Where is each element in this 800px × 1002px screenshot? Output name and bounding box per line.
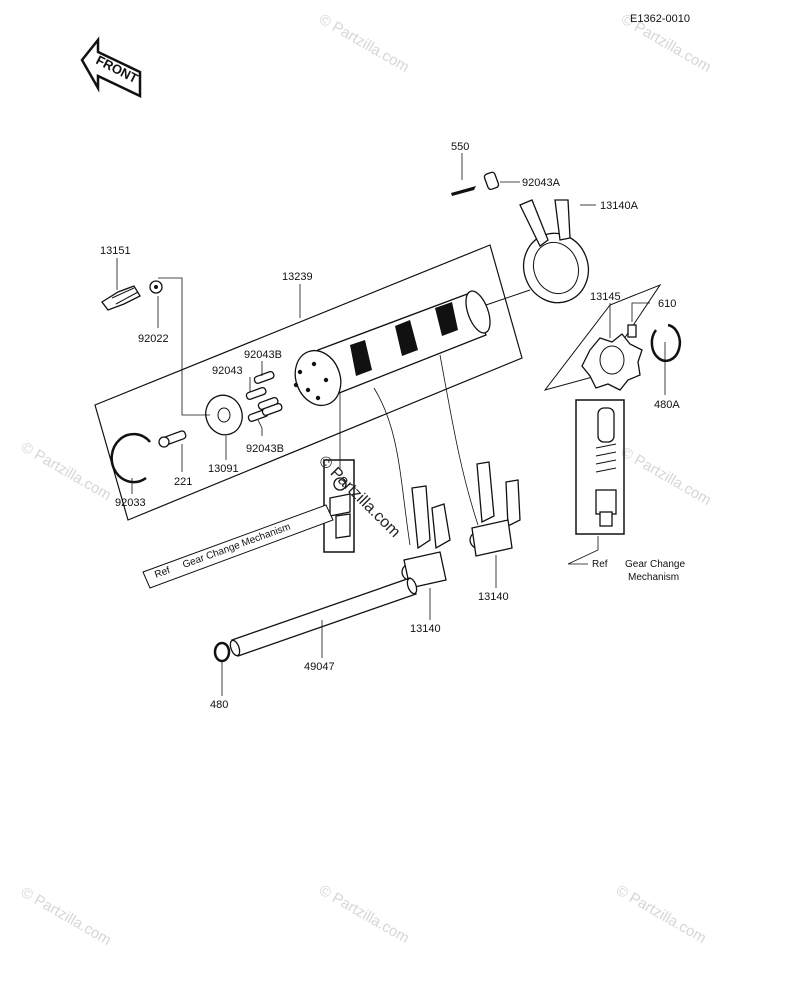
- ref-right-line2: Mechanism: [628, 572, 679, 583]
- label-480: 480: [210, 699, 228, 711]
- label-610: 610: [658, 298, 676, 310]
- ref-left: Ref Gear Change Mechanism: [142, 504, 334, 589]
- shift-fork-upper: [451, 171, 590, 304]
- screw-221: [158, 430, 187, 448]
- ref-left-ref: Ref: [153, 565, 172, 581]
- label-49047: 49047: [304, 661, 335, 673]
- guide-arrow-center: [373, 387, 411, 546]
- center-watermark: © Partzilla.com: [315, 453, 403, 541]
- ref-left-text: Gear Change Mechanism: [181, 522, 292, 571]
- circlip-92033: [110, 432, 151, 484]
- label-13140-right: 13140: [478, 591, 509, 603]
- label-92043: 92043: [212, 365, 243, 377]
- front-arrow: FRONT: [80, 36, 142, 98]
- label-221: 221: [174, 476, 192, 488]
- watermark: © Partzilla.com: [18, 884, 114, 949]
- label-13091: 13091: [208, 463, 239, 475]
- diagram-code: E1362-0010: [630, 13, 690, 25]
- fork-shaft: [229, 577, 418, 657]
- watermark: © Partzilla.com: [18, 439, 114, 504]
- label-92033: 92033: [115, 497, 146, 509]
- shift-drum: [293, 289, 531, 407]
- label-13239: 13239: [282, 271, 313, 283]
- detent-left: [323, 459, 355, 553]
- label-480a: 480A: [654, 399, 680, 411]
- ref-right: Ref Gear Change Mechanism: [592, 559, 685, 583]
- label-13145: 13145: [590, 291, 621, 303]
- pins: [245, 370, 283, 422]
- part-labels: 550 92043A 13140A 13151 13239 13145 610 …: [100, 141, 680, 711]
- guide-arrow-right: [439, 354, 479, 526]
- label-92043a: 92043A: [522, 177, 561, 189]
- label-13140a: 13140A: [600, 200, 639, 212]
- label-92043b-top: 92043B: [244, 349, 282, 361]
- assembly-outline: [94, 244, 523, 521]
- label-92043b-bottom: 92043B: [246, 443, 284, 455]
- neutral-switch: [101, 280, 163, 311]
- label-13140-center: 13140: [410, 623, 441, 635]
- label-92022: 92022: [138, 333, 169, 345]
- label-550: 550: [451, 141, 469, 153]
- watermark: © Partzilla.com: [618, 444, 714, 509]
- detent-right: [575, 399, 625, 535]
- ref-right-ref: Ref: [592, 559, 608, 570]
- segment-outline: [543, 283, 662, 391]
- ref-right-line1: Gear Change: [625, 559, 685, 570]
- watermark: © Partzilla.com: [316, 882, 412, 947]
- label-13151: 13151: [100, 245, 131, 257]
- circlip-480: [213, 641, 231, 663]
- cam-plate: [581, 324, 643, 391]
- watermark: © Partzilla.com: [316, 11, 412, 76]
- watermark: © Partzilla.com: [613, 882, 709, 947]
- circlip-480a: [650, 323, 682, 362]
- shift-fork-center: [401, 485, 451, 589]
- pin-plate: [205, 394, 243, 436]
- shift-fork-right: [469, 461, 521, 557]
- leader-lines: [116, 153, 666, 696]
